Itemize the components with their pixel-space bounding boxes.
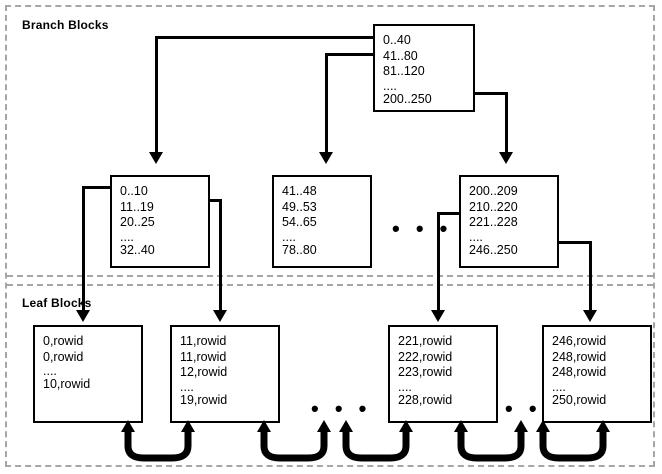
entry: 248,rowid — [552, 365, 607, 379]
root-to-branch2-arrowhead — [319, 152, 333, 164]
entry: 32..40 — [120, 242, 155, 257]
entry: 200..209 — [469, 184, 518, 198]
leaf-link-arrowhead-3-gap-right — [514, 420, 528, 432]
entry: 246..250 — [469, 242, 518, 257]
leaf-link-curve-gap-4 — [539, 430, 607, 462]
entry: 20..25 — [120, 215, 155, 229]
root-to-branch2-vertical — [325, 53, 328, 156]
entry: 49..53 — [282, 199, 317, 214]
branch-block-1[interactable]: 0..10 11..19 20..25 .... 32..40 — [110, 175, 210, 268]
entry-ellipsis: .... — [282, 229, 296, 244]
branch1-to-leaf2-horizontal — [207, 199, 222, 202]
branch3-to-leaf3-arrowhead — [431, 310, 445, 322]
branch1-to-leaf1-horizontal — [82, 186, 112, 189]
branch-block-3[interactable]: 200..209 210..220 221..228 .... 246..250 — [459, 175, 559, 268]
branch1-to-leaf1-arrowhead — [76, 310, 90, 322]
section-divider-lower — [7, 284, 653, 286]
entry-ellipsis: .... — [180, 379, 194, 394]
entry-ellipsis: .... — [469, 229, 483, 244]
root-to-branch1-horizontal — [155, 36, 375, 39]
leaf-link-arrowhead-gap-4-left — [536, 420, 550, 432]
entry: 221,rowid — [398, 334, 453, 348]
leaf-link-curve-3-gap — [457, 430, 525, 462]
entry: 11,rowid — [180, 334, 227, 348]
entry: 41..48 — [282, 184, 317, 198]
entry: 54..65 — [282, 215, 317, 229]
entry: 10,rowid — [43, 377, 91, 391]
leaf-block-3[interactable]: 221,rowid 222,rowid 223,rowid .... 228,r… — [388, 325, 498, 423]
leaf-link-arrowhead-1-2-left — [121, 420, 135, 432]
entry: 78..80 — [282, 242, 317, 257]
root-to-branch3-arrowhead — [499, 152, 513, 164]
entry-ellipsis: .... — [552, 379, 566, 394]
entry: 0,rowid — [43, 334, 84, 348]
section-divider-upper — [7, 275, 653, 277]
branch-block-1-entries: 0..10 11..19 20..25 .... 32..40 — [120, 184, 206, 258]
branch-block-3-entries: 200..209 210..220 221..228 .... 246..250 — [469, 184, 555, 258]
branch3-to-leaf4-vertical — [589, 241, 592, 314]
entry: 41..80 — [383, 48, 418, 63]
entry: 12,rowid — [180, 365, 228, 379]
branch1-to-leaf2-vertical — [219, 199, 222, 314]
branch-blocks-label: Branch Blocks — [22, 18, 109, 32]
leaf-block-2-entries: 11,rowid 11,rowid 12,rowid .... 19,rowid — [180, 334, 276, 408]
entry: 200..250 — [383, 91, 432, 106]
root-branch-block[interactable]: 0..40 41..80 81..120 .... 200..250 — [373, 24, 475, 112]
branch-block-2-entries: 41..48 49..53 54..65 .... 78..80 — [282, 184, 368, 258]
leaf-link-arrowhead-2-gap-right — [317, 420, 331, 432]
leaf-link-arrowhead-2-gap-left — [257, 420, 271, 432]
leaf-block-2[interactable]: 11,rowid 11,rowid 12,rowid .... 19,rowid — [170, 325, 280, 423]
entry: 222,rowid — [398, 349, 453, 364]
leaf-block-4-entries: 246,rowid 248,rowid 248,rowid .... 250,r… — [552, 334, 648, 408]
branch1-to-leaf2-arrowhead — [213, 310, 227, 322]
entry-ellipsis: .... — [383, 78, 397, 93]
entry: 19,rowid — [180, 392, 228, 407]
entry: 223,rowid — [398, 365, 453, 379]
entry: 228,rowid — [398, 392, 453, 407]
leaf-block-1[interactable]: 0,rowid 0,rowid .... 10,rowid — [33, 325, 143, 423]
entry: 250,rowid — [552, 392, 607, 407]
entry: 210..220 — [469, 199, 518, 214]
leaf-link-arrowhead-gap-3-left — [339, 420, 353, 432]
leaf-link-arrowhead-3-gap-left — [454, 420, 468, 432]
leaf-link-arrowhead-gap-3-right — [399, 420, 413, 432]
root-to-branch3-horizontal — [473, 92, 508, 95]
leaf-block-4[interactable]: 246,rowid 248,rowid 248,rowid .... 250,r… — [542, 325, 652, 423]
entry-ellipsis: .... — [398, 379, 412, 394]
leaf-link-curve-gap-3 — [342, 430, 410, 462]
entry-ellipsis: .... — [120, 229, 134, 244]
leaf-link-arrowhead-1-2-right — [181, 420, 195, 432]
root-to-branch3-vertical — [505, 92, 508, 156]
root-to-branch1-arrowhead — [149, 152, 163, 164]
leaf-block-3-entries: 221,rowid 222,rowid 223,rowid .... 228,r… — [398, 334, 494, 408]
root-to-branch1-vertical — [155, 36, 158, 156]
entry: 246,rowid — [552, 334, 607, 348]
entry: 221..228 — [469, 215, 518, 229]
branch3-to-leaf4-arrowhead — [583, 310, 597, 322]
diagram-outer-frame — [5, 5, 655, 467]
entry: 0..40 — [383, 33, 411, 47]
leaf-blocks-gap-ellipsis-left: • • • — [311, 396, 372, 421]
branch1-to-leaf1-vertical — [82, 186, 85, 314]
entry: 11,rowid — [180, 349, 227, 364]
branch3-to-leaf4-horizontal — [556, 241, 592, 244]
leaf-blocks-label: Leaf Blocks — [22, 296, 92, 310]
leaf-block-1-entries: 0,rowid 0,rowid .... 10,rowid — [43, 334, 139, 393]
leaf-link-curve-2-gap — [260, 430, 328, 462]
branch3-to-leaf3-vertical — [437, 212, 440, 314]
leaf-link-arrowhead-gap-4-right — [596, 420, 610, 432]
root-to-branch2-horizontal — [325, 53, 375, 56]
entry: 0..10 — [120, 184, 148, 198]
entry-ellipsis: .... — [43, 364, 57, 378]
branch-blocks-gap-ellipsis: • • • — [392, 216, 453, 241]
root-branch-block-entries: 0..40 41..80 81..120 .... 200..250 — [383, 33, 471, 107]
entry: 0,rowid — [43, 349, 84, 364]
branch3-to-leaf3-horizontal — [437, 212, 462, 215]
entry: 11..19 — [120, 199, 154, 214]
entry: 81..120 — [383, 64, 425, 78]
branch-block-2[interactable]: 41..48 49..53 54..65 .... 78..80 — [272, 175, 372, 268]
leaf-link-curve-1-2 — [124, 430, 192, 462]
entry: 248,rowid — [552, 349, 607, 364]
